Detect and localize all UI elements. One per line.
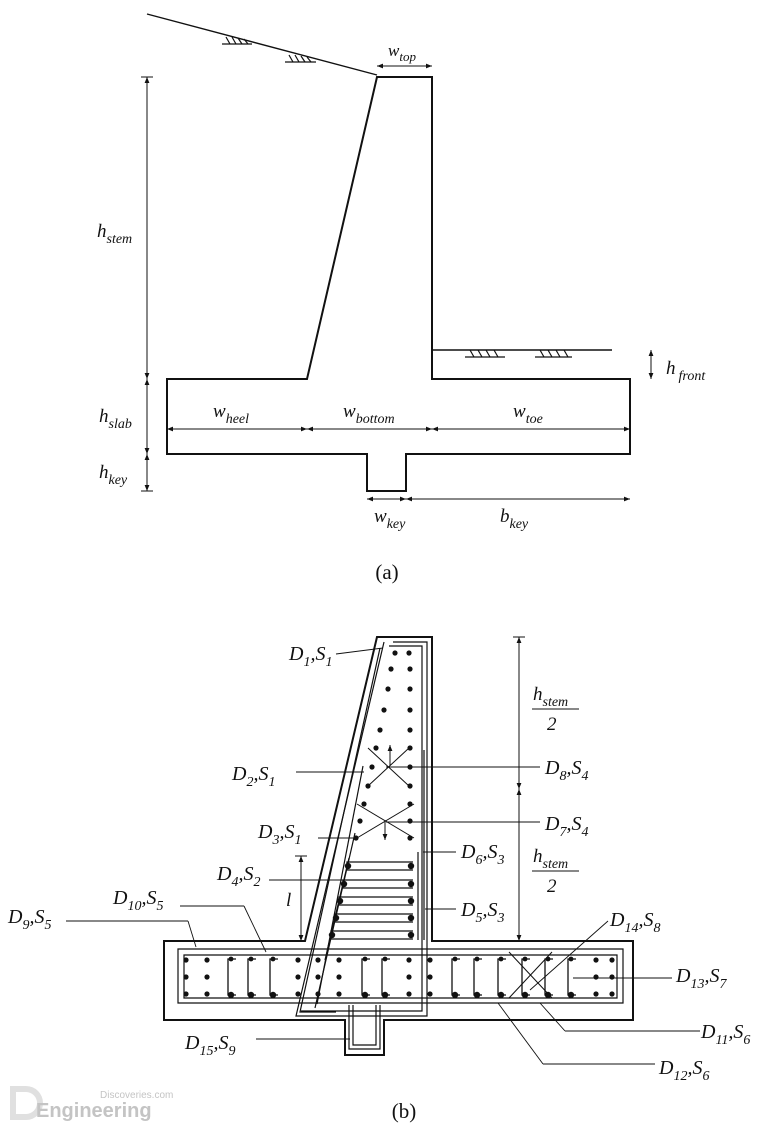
- label-d4-s2: D4,S2: [216, 863, 260, 890]
- rebar-dots: [183, 650, 615, 999]
- dim-w-bottom: wbottom: [343, 401, 395, 427]
- bar-labels: D1,S1 D2,S1 D3,S1 D4,S2 D5,S3 D6,S3 D7,S…: [7, 643, 750, 1084]
- dim-h-stem: hstem: [97, 221, 132, 247]
- l-length-label: l: [286, 890, 291, 911]
- half-stem-bottom-label: hstem: [533, 846, 568, 872]
- soil-hatch-back: [222, 36, 316, 63]
- label-d2-s1: D2,S1: [231, 763, 275, 790]
- label-d15-s9: D15,S9: [184, 1032, 235, 1059]
- dim-b-key: bkey: [500, 506, 529, 532]
- caption-a: (a): [375, 560, 398, 584]
- wall-outline-b: [163, 636, 634, 1056]
- reinforcement-bars: [177, 641, 624, 1050]
- label-d3-s1: D3,S1: [257, 821, 301, 848]
- wall-outline: [166, 76, 631, 492]
- half-stem-dims: [295, 636, 525, 942]
- half-stem-bottom-denominator: 2: [547, 876, 557, 897]
- label-d8-s4: D8,S4: [544, 757, 588, 784]
- dimension-lines: [141, 63, 654, 502]
- label-d5-s3: D5,S3: [460, 899, 504, 926]
- dim-h-key: hkey: [99, 462, 128, 488]
- dim-w-key: wkey: [374, 506, 406, 532]
- dim-w-heel: wheel: [213, 401, 249, 427]
- label-d10-s5: D10,S5: [112, 887, 163, 914]
- panel-b: hstem 2 hstem 2 l D1,S1 D2,S1: [7, 636, 750, 1123]
- dim-w-top: wtop: [388, 41, 416, 64]
- half-stem-top-denominator: 2: [547, 714, 557, 735]
- watermark-logo-icon: [10, 1086, 43, 1120]
- label-d7-s4: D7,S4: [544, 813, 588, 840]
- watermark-line1: Discoveries.com: [100, 1090, 173, 1101]
- stem-u-bars: [330, 861, 413, 940]
- caption-b: (b): [392, 1099, 417, 1123]
- watermark-line2: Engineering: [36, 1100, 152, 1122]
- half-stem-top-label: hstem: [533, 684, 568, 710]
- leader-lines: [66, 647, 700, 1065]
- dim-h-slab: hslab: [99, 406, 132, 432]
- label-d11-s6: D11,S6: [700, 1021, 750, 1048]
- label-d6-s3: D6,S3: [460, 841, 504, 868]
- dim-w-toe: wtoe: [513, 401, 543, 427]
- label-d13-s7: D13,S7: [675, 965, 727, 992]
- label-d14-s8: D14,S8: [609, 909, 660, 936]
- backfill-slope-line: [146, 13, 378, 76]
- label-d9-s5: D9,S5: [7, 906, 51, 933]
- label-d12-s6: D12,S6: [658, 1057, 709, 1084]
- soil-hatch-front: [465, 349, 572, 358]
- watermark: Discoveries.com Engineering: [10, 1086, 173, 1122]
- slab-stirrups: [227, 958, 576, 996]
- label-d1-s1: D1,S1: [288, 643, 332, 670]
